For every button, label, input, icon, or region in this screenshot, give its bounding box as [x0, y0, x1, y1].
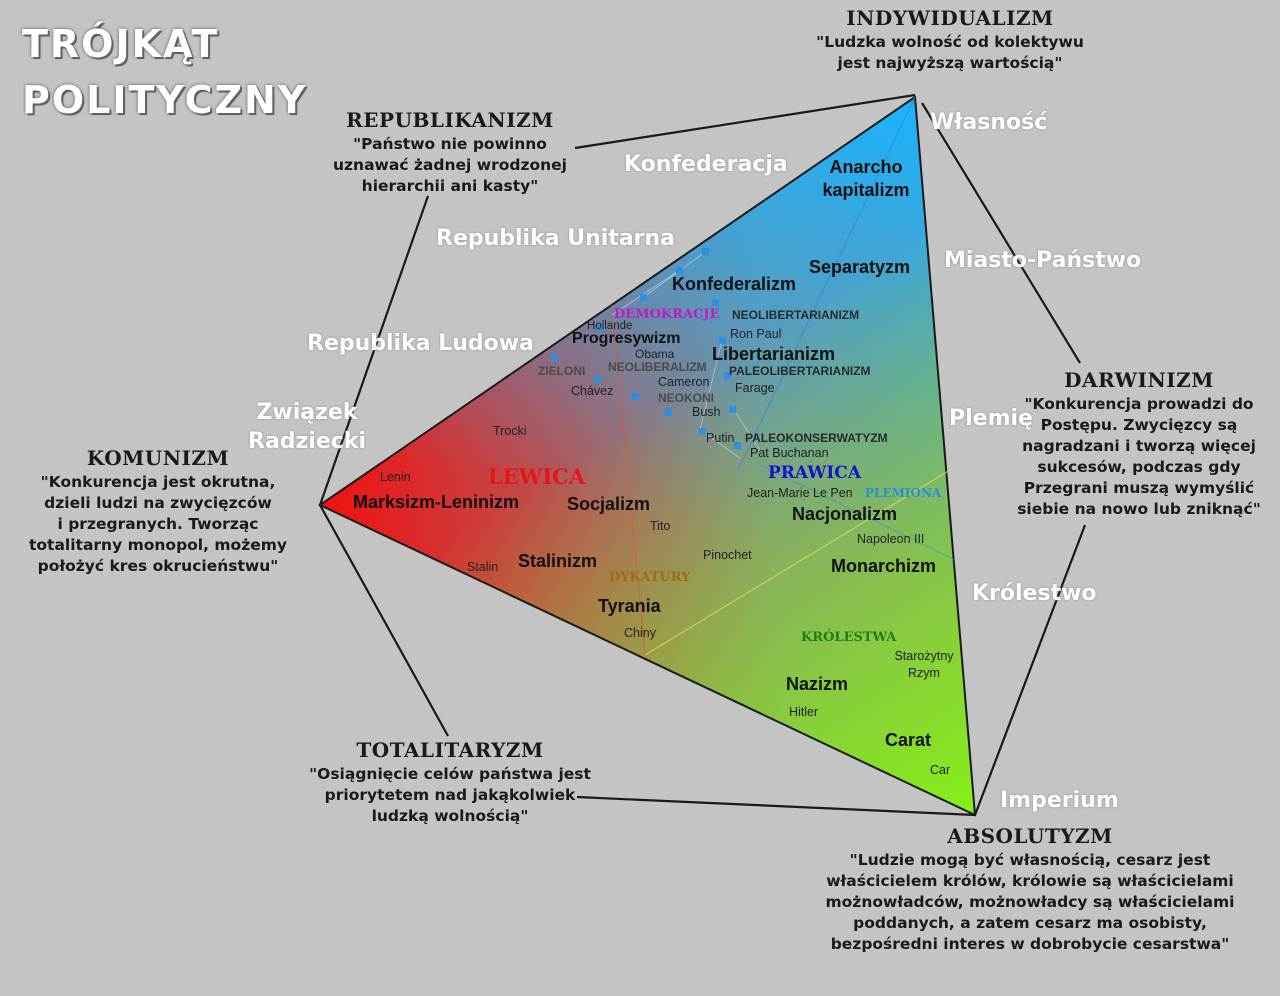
group-neolibertarianizm: NEOLIBERTARIANIZM: [732, 308, 860, 322]
ideology-carat: Carat: [885, 730, 932, 750]
label-republika-ludowa: Republika Ludowa: [307, 331, 534, 356]
marker: [676, 267, 683, 274]
person-car: Car: [930, 763, 951, 777]
marker: [702, 248, 709, 255]
person-bush: Bush: [692, 405, 721, 419]
outer-frame: [318, 93, 1087, 817]
pole-quote: "Ludzie mogą być własnością, cesarz jest…: [825, 851, 1235, 953]
person-tito: Tito: [650, 519, 671, 533]
person-pat-buchanan: Pat Buchanan: [750, 446, 829, 460]
marker: [712, 299, 719, 306]
pole-heading: KOMUNIZM: [86, 446, 230, 470]
label-imperium: Imperium: [1000, 788, 1119, 813]
marker: [551, 354, 558, 361]
pole-republicanism: REPUBLIKANIZM "Państwo nie powinno uznaw…: [300, 108, 600, 197]
marker: [699, 428, 706, 435]
pole-absolutism: ABSOLUTYZM "Ludzie mogą być własnością, …: [810, 824, 1250, 955]
person-chiny: Chiny: [624, 626, 656, 640]
pole-heading: DARWINIZM: [1064, 368, 1214, 392]
ideology-anarchokapitalizm: Anarcho kapitalizm: [822, 157, 910, 200]
group-dykatury: DYKATURY: [609, 570, 691, 585]
ideology-konfederalizm: Konfederalizm: [672, 274, 797, 294]
group-neokoni: NEOKONI: [658, 391, 715, 405]
person-chavez: Chávez: [571, 384, 614, 398]
division-lines: [611, 96, 956, 656]
person-markers: [551, 248, 741, 449]
person-obama: Obama: [635, 347, 675, 361]
group-neoliberalizm: NEOLIBERALIZM: [608, 360, 707, 374]
ideology-stalinizm: Stalinizm: [518, 551, 598, 571]
pole-darwinism: DARWINIZM "Konkurencja prowadzi do Postę…: [1006, 368, 1272, 520]
diagram-title-line2: POLITYCZNY: [22, 78, 308, 122]
marker: [594, 376, 601, 383]
main-triangle: [317, 95, 977, 817]
person-trocki: Trocki: [493, 424, 527, 438]
ideology-nacjonalizm: Nacjonalizm: [792, 504, 898, 524]
marker: [729, 406, 736, 413]
person-lenin: Lenin: [380, 470, 411, 484]
group-krolestwa: KRÓLESTWA: [801, 630, 897, 645]
label-republika-unitarna: Republika Unitarna: [436, 226, 676, 251]
pole-heading: INDYWIDUALIZM: [846, 6, 1054, 30]
ideology-monarchizm: Monarchizm: [831, 556, 937, 576]
ideology-progresywizm: Progresywizm: [572, 330, 681, 347]
ideology-tyrania: Tyrania: [598, 596, 661, 616]
label-miasto-panstwo: Miasto-Państwo: [944, 248, 1142, 273]
pole-individualism: INDYWIDUALIZM "Ludzka wolność od kolekty…: [760, 6, 1140, 74]
person-hollande: Hollande: [587, 320, 633, 332]
diagram-title-line1: TRÓJKĄT: [22, 22, 220, 66]
person-le-pen: Jean-Marie Le Pen: [747, 486, 853, 500]
pole-quote: "Państwo nie powinno uznawać żadnej wrod…: [333, 135, 567, 195]
group-prawica: PRAWICA: [768, 463, 862, 483]
person-pinochet: Pinochet: [703, 548, 752, 562]
person-farage: Farage: [735, 381, 775, 395]
ideology-marksizm-leninizm: Marksizm-Leninizm: [353, 492, 520, 512]
ideology-separatyzm: Separatyzm: [809, 257, 911, 277]
person-stalin: Stalin: [467, 560, 499, 574]
ideology-socjalizm: Socjalizm: [567, 494, 651, 514]
person-putin: Putin: [706, 431, 735, 445]
pole-communism: KOMUNIZM "Konkurencja jest okrutna, dzie…: [22, 446, 294, 577]
label-plemie: Plemię: [949, 406, 1033, 431]
marker-leaders: [611, 251, 761, 459]
group-demokracje: DEMOKRACJE: [614, 307, 720, 322]
group-plemiona: PLEMIONA: [865, 486, 942, 500]
pole-quote: "Osiągnięcie celów państwa jest prioryte…: [309, 765, 591, 825]
group-lewica: LEWICA: [488, 464, 586, 489]
person-cameron: Cameron: [658, 375, 710, 389]
pole-quote: "Konkurencja jest okrutna, dzieli ludzi …: [28, 473, 287, 575]
marker: [640, 294, 647, 301]
group-zieloni: ZIELONI: [538, 364, 586, 378]
marker: [734, 442, 741, 449]
marker: [632, 393, 639, 400]
label-krolestwo: Królestwo: [972, 581, 1097, 606]
marker: [665, 409, 672, 416]
pole-quote: "Konkurencja prowadzi do Postępu. Zwycię…: [1017, 395, 1261, 518]
marker: [597, 324, 604, 331]
group-paleokonserwatyzm: PALEOKONSERWATYZM: [745, 431, 888, 445]
label-konfederacja: Konfederacja: [624, 152, 788, 177]
pole-heading: TOTALITARYZM: [356, 738, 544, 762]
pole-heading: REPUBLIKANIZM: [346, 108, 554, 132]
pole-totalitarianism: TOTALITARYZM "Osiągnięcie celów państwa …: [290, 738, 610, 827]
marker: [719, 337, 726, 344]
group-paleolibertarianizm: PALEOLIBERTARIANIZM: [729, 364, 871, 378]
marker: [724, 372, 731, 379]
person-napoleon: Napoleon III: [857, 532, 925, 546]
person-hitler: Hitler: [789, 705, 819, 719]
person-starozytny-rzym: Starożytny Rzym: [894, 649, 954, 680]
person-ron-paul: Ron Paul: [730, 327, 782, 341]
label-wlasnosc: Własność: [930, 110, 1048, 135]
label-zwiazek-radziecki: Związek Radziecki: [248, 400, 367, 454]
ideology-nazizm: Nazizm: [786, 674, 849, 694]
pole-heading: ABSOLUTYZM: [947, 824, 1113, 848]
pole-quote: "Ludzka wolność od kolektywu jest najwyż…: [816, 33, 1084, 72]
ideology-libertarianizm: Libertarianizm: [712, 344, 836, 364]
